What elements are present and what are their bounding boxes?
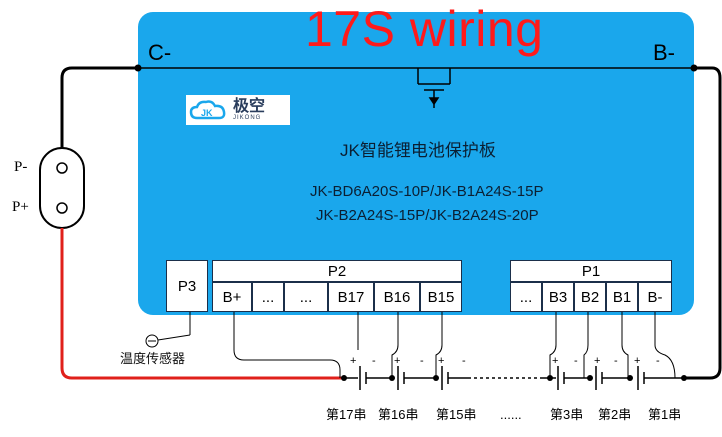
cell-label-15: 第15串 — [436, 407, 477, 422]
cell3-minus: - — [574, 355, 578, 367]
p2-pin-ellipsis-1: ... — [252, 282, 284, 312]
p1-pin-b3: B3 — [542, 282, 574, 312]
temp-sensor-wire-2 — [157, 334, 191, 341]
p1-pin-b2: B2 — [574, 282, 606, 312]
p-minus-terminal — [56, 162, 68, 174]
cell17-plus: + — [350, 355, 357, 367]
cell2-plus: + — [594, 355, 601, 367]
c-minus-wire — [60, 66, 138, 148]
cell16-plus: + — [394, 355, 401, 367]
brand-name-en: JIKONG — [233, 115, 262, 121]
model-line-1: JK-BD6A20S-10P/JK-B1A24S-15P — [310, 183, 544, 200]
cell-label-16: 第16串 — [378, 407, 419, 422]
c-minus-label: C- — [148, 40, 172, 65]
jikong-logo: JK 极空 JIKONG — [186, 95, 290, 125]
cell-label-2: 第2串 — [598, 407, 632, 422]
cell-label-3: 第3串 — [550, 407, 584, 422]
svg-text:JK: JK — [201, 108, 213, 118]
p1-pin-b1: B1 — [606, 282, 638, 312]
p-plus-terminal — [56, 202, 68, 214]
pack-connector-body — [39, 147, 85, 229]
p2-pin-b16: B16 — [374, 282, 420, 312]
positive-wire — [60, 228, 344, 380]
cell2-minus: - — [614, 355, 618, 367]
temp-sensor-label: 温度传感器 — [120, 351, 186, 366]
cloud-logo-icon: JK — [189, 100, 226, 120]
p-minus-label: P- — [14, 159, 28, 175]
p2-pin-ellipsis-2: ... — [284, 282, 328, 312]
brand-name-cn: 极空 — [233, 98, 266, 115]
p1-pin-ellipsis: ... — [510, 282, 542, 312]
junction-dots — [341, 375, 687, 381]
cell3-plus: + — [552, 355, 559, 367]
balance-leads-p2 — [233, 312, 676, 379]
b-minus-label: B- — [653, 40, 675, 65]
c-minus-dot — [134, 64, 142, 72]
diagram-title: 17S wiring — [305, 1, 544, 57]
cell16-minus: - — [420, 355, 424, 367]
bms-board — [138, 12, 694, 315]
cell15-minus: - — [462, 355, 466, 367]
p2-pin-b17: B17 — [328, 282, 374, 312]
p2-pin-b-plus: B+ — [212, 282, 252, 312]
cell1-plus: + — [634, 355, 641, 367]
p-plus-label: P+ — [12, 199, 29, 215]
cell1-minus: - — [656, 355, 660, 367]
p1-header: P1 — [510, 260, 672, 282]
cell-label-17: 第17串 — [326, 407, 367, 422]
p2-header: P2 — [212, 260, 462, 282]
model-line-2: JK-B2A24S-15P/JK-B2A24S-20P — [316, 207, 539, 224]
cell17-minus: - — [372, 355, 376, 367]
b-minus-dot — [690, 64, 698, 72]
p1-pin-b-minus: B- — [638, 282, 672, 312]
cell15-plus: + — [438, 355, 445, 367]
p3-connector: P3 — [166, 260, 208, 312]
mosfet-symbol — [417, 68, 451, 108]
board-name: JK智能锂电池保护板 — [340, 141, 496, 160]
p2-pin-b15: B15 — [420, 282, 462, 312]
cell-label-ellipsis: ...... — [500, 407, 522, 422]
cell-label-1: 第1串 — [648, 407, 682, 422]
b-minus-wire — [684, 66, 722, 380]
